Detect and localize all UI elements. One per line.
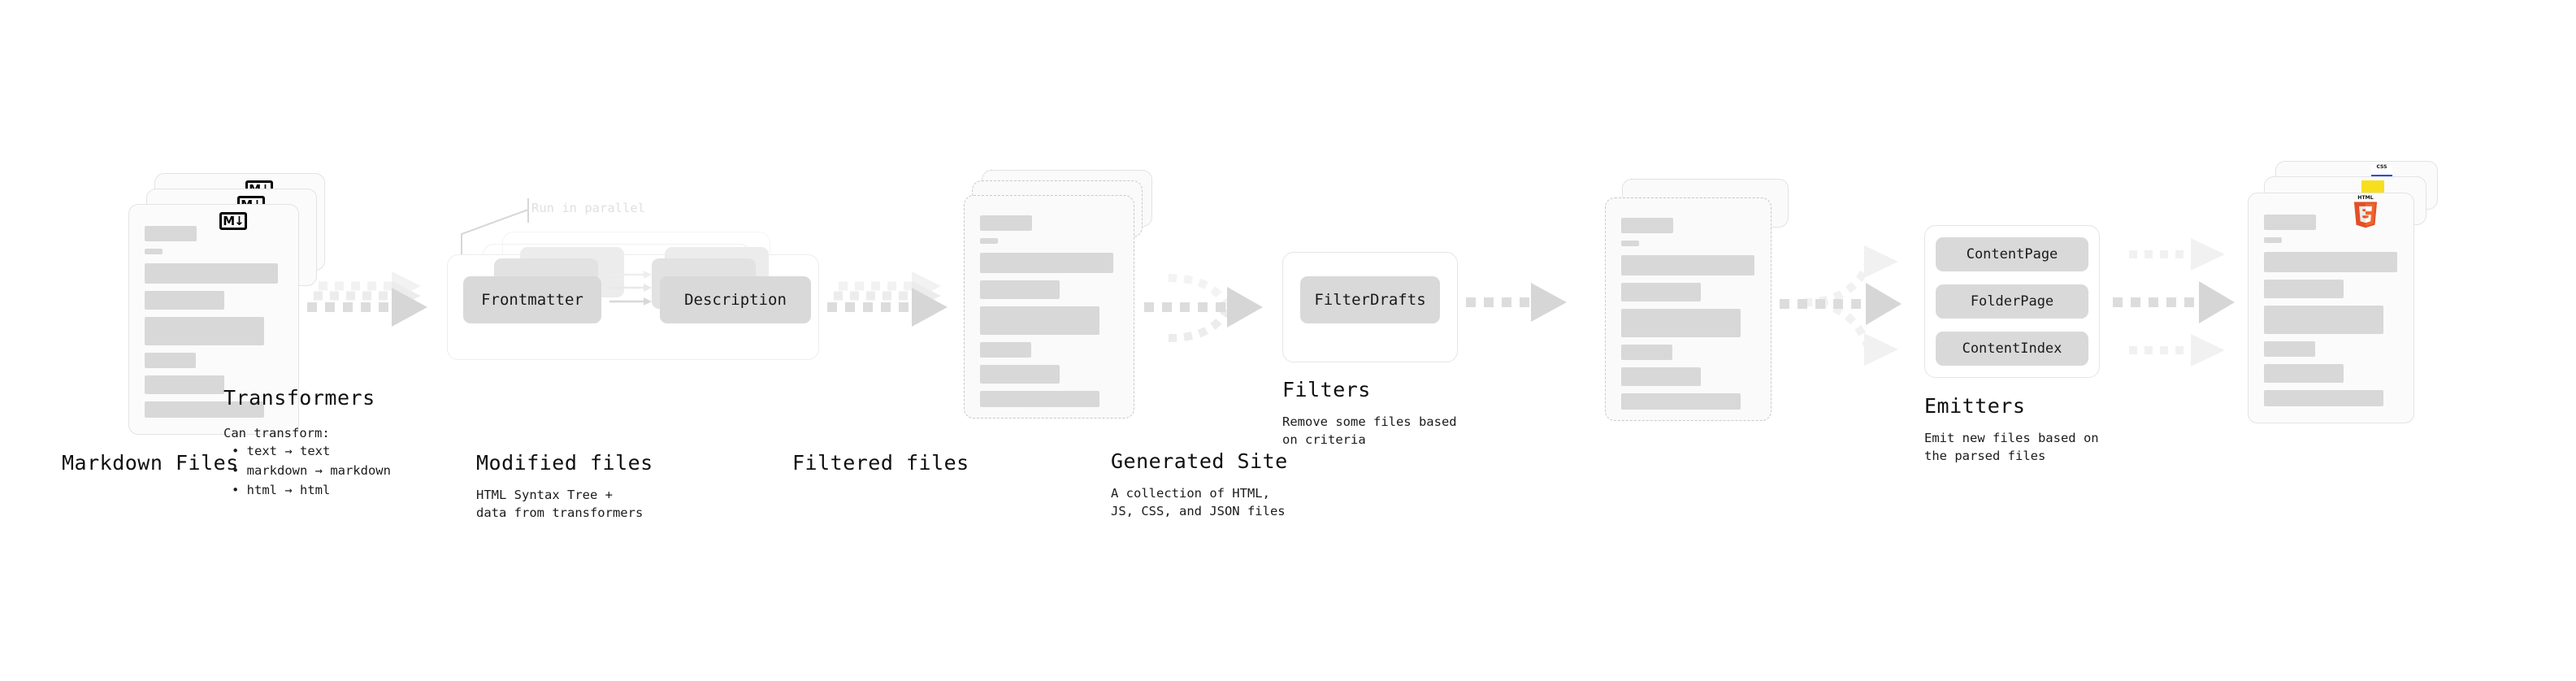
stage-title-generated-site: Generated Site [1111, 449, 1288, 473]
transformer-pill-description[interactable]: Description [660, 276, 811, 323]
filtered-doc-front [1605, 197, 1772, 421]
stage-title-markdown-files: Markdown Files [62, 451, 239, 475]
doc-line [1621, 393, 1741, 410]
connector-line-bottom [2129, 334, 2225, 367]
transformer-inner-arrows [609, 271, 652, 306]
doc-line [980, 365, 1060, 384]
connector-filters-to-filtered [1466, 283, 1567, 322]
connector-main-line [1144, 287, 1263, 327]
connector-main-line [307, 288, 427, 327]
doc-line [980, 215, 1032, 231]
site-doc-html [2248, 193, 2414, 423]
doc-line [980, 253, 1113, 273]
markdown-badge: M↓ [219, 212, 247, 230]
transformer-pill-frontmatter[interactable]: Frontmatter [463, 276, 601, 323]
stage-subtitle-generated-site: A collection of HTML, JS, CSS, and JSON … [1111, 486, 1286, 519]
connector-markdown-to-transformers [307, 271, 427, 327]
inner-arrow-main [609, 297, 652, 306]
filters-pill-filterdrafts[interactable]: FilterDrafts [1300, 276, 1440, 323]
doc-line [145, 226, 197, 241]
js-badge [2361, 180, 2384, 195]
connector-main-line [827, 288, 948, 327]
run-in-parallel-bracket [461, 198, 529, 267]
doc-line [2264, 364, 2344, 383]
emitters-pill-contentindex[interactable]: ContentIndex [1936, 332, 2088, 366]
doc-line [1621, 218, 1673, 233]
stage-title-filtered-files: Filtered files [792, 451, 969, 475]
stage-title-emitters: Emitters [1924, 394, 2026, 418]
doc-line [1621, 283, 1701, 301]
connector-modified-to-filters [1144, 274, 1263, 342]
connector-line-middle [2113, 281, 2235, 323]
transformer-bullet: • markdown → markdown [232, 463, 391, 479]
connector-main-line [1466, 283, 1567, 322]
stage-subtitle-emitters: Emit new files based on the parsed files [1924, 431, 2099, 464]
connector-filtered-to-emitters [1780, 245, 1902, 366]
stage-subtitle-filters: Remove some files based on criteria [1282, 414, 1457, 448]
doc-line [2264, 280, 2344, 298]
markdown-doc-front [128, 204, 299, 435]
doc-line [145, 317, 264, 345]
connector-main-line [1780, 283, 1902, 325]
doc-line [145, 353, 196, 368]
connector-merge-branches [1168, 274, 1231, 342]
doc-line [2264, 390, 2383, 406]
doc-line [1621, 367, 1701, 386]
doc-line [2264, 215, 2316, 230]
doc-line [145, 249, 163, 254]
run-in-parallel-label: Run in parallel [531, 201, 645, 215]
doc-line [2264, 252, 2397, 272]
filtered-doc-lines [1621, 218, 1758, 417]
stage-title-modified-files: Modified files [476, 451, 653, 475]
svg-text:HTML: HTML [2357, 195, 2373, 201]
doc-line [1621, 255, 1754, 275]
modified-doc-lines [980, 215, 1121, 414]
doc-line [2264, 341, 2315, 357]
doc-line [980, 306, 1099, 335]
doc-line [2264, 306, 2383, 334]
site-doc-lines [2264, 215, 2400, 414]
doc-line [980, 342, 1031, 358]
stage-title-filters: Filters [1282, 378, 1371, 401]
doc-line [1621, 241, 1639, 246]
inner-arrow-ghost-1 [609, 271, 652, 279]
doc-line [145, 401, 264, 418]
doc-line [1621, 345, 1672, 360]
transformer-bullet: • html → html [232, 483, 331, 498]
doc-line [145, 291, 224, 310]
doc-line [1621, 309, 1741, 337]
doc-line [980, 238, 998, 244]
connector-branch-down [1803, 298, 1898, 366]
emitters-pill-contentpage[interactable]: ContentPage [1936, 237, 2088, 271]
inner-arrow-ghost-2 [609, 284, 652, 292]
transformers-bullets: • text → text • markdown → markdown • ht… [232, 441, 391, 500]
emitters-pill-folderpage[interactable]: FolderPage [1936, 284, 2088, 319]
stage-title-transformers: Transformers [223, 386, 375, 410]
doc-line [145, 375, 224, 394]
doc-line [145, 263, 278, 284]
connector-branch-up [1803, 245, 1898, 306]
doc-line [980, 391, 1099, 407]
doc-line [2264, 237, 2282, 243]
markdown-doc-lines [145, 226, 285, 425]
connector-emitters-to-site [2113, 238, 2235, 367]
doc-line [980, 280, 1060, 299]
stage-subtitle-modified-files: HTML Syntax Tree + data from transformer… [476, 488, 644, 521]
connector-transformers-to-modified [827, 271, 948, 327]
transformer-bullet: • text → text [232, 444, 331, 458]
html5-icon: HTML [2353, 195, 2378, 228]
transformers-intro: Can transform: [223, 426, 330, 440]
connector-line-top [2129, 238, 2225, 271]
modified-doc-front [964, 195, 1134, 419]
